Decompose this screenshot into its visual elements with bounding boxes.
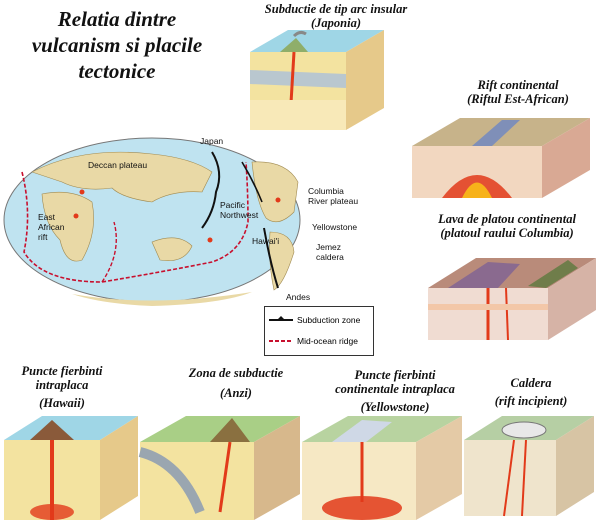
hawaii-caption-line-3: (Hawaii) bbox=[39, 396, 85, 410]
map-label-jemez-2: caldera bbox=[316, 252, 344, 262]
andes-caption-line-1: Zona de subductie bbox=[188, 366, 284, 380]
andes-caption: Zona de subductie (Anzi) bbox=[176, 366, 296, 400]
ridge-line-indian bbox=[101, 221, 117, 283]
hawaii-caption-line-1: Puncte fierbinti bbox=[21, 364, 103, 378]
continental-rift-block bbox=[412, 118, 590, 198]
yellowstone-marker bbox=[275, 197, 281, 203]
map-label-columbia-1: Columbia bbox=[308, 186, 344, 196]
caldera-caption: Caldera (rift incipient) bbox=[476, 376, 586, 408]
map-label-jemez-1: Jemez bbox=[316, 242, 342, 252]
land-australia bbox=[151, 237, 193, 261]
caldera-block bbox=[464, 416, 594, 517]
caldera-caption-line-2: (rift incipient) bbox=[494, 394, 568, 408]
map-label-pnw-2: Northwest bbox=[220, 210, 259, 220]
hawaii-block bbox=[4, 416, 138, 520]
arc-caption-line-1: Subductie de tip arc insular bbox=[264, 2, 408, 16]
map-label-deccan: Deccan plateau bbox=[88, 160, 148, 170]
land-africa bbox=[41, 191, 94, 262]
hawaii-caption: Puncte fierbinti intraplaca (Hawaii) bbox=[2, 364, 122, 410]
main-title: Relatia dintre vulcanism si placile tect… bbox=[12, 6, 222, 84]
map-label-columbia-2: River plateau bbox=[308, 196, 359, 206]
map-label-japan: Japan bbox=[200, 136, 224, 146]
island-arc-block bbox=[250, 30, 384, 130]
world-map bbox=[3, 137, 301, 306]
plateau-caption: Lava de platou continental (platoul raul… bbox=[414, 212, 600, 240]
subduction-swatch-icon bbox=[269, 316, 293, 321]
yellowstone-block bbox=[302, 416, 462, 520]
yellowstone-caption: Puncte fierbinti continentale intraplaca… bbox=[320, 368, 470, 414]
yellowstone-caption-line-1: Puncte fierbinti bbox=[354, 368, 436, 382]
andes-caption-line-2: (Anzi) bbox=[220, 386, 252, 400]
legend-ridge-label: Mid-ocean ridge bbox=[297, 336, 358, 346]
map-legend: Subduction zone Mid-ocean ridge bbox=[264, 306, 374, 356]
arc-caption-line-2: (Japonia) bbox=[311, 16, 361, 30]
plateau-caption-line-1: Lava de platou continental bbox=[438, 212, 576, 226]
land-antarctica bbox=[72, 292, 252, 306]
title-line-2: vulcanism si placile bbox=[31, 33, 203, 57]
land-north-america bbox=[251, 161, 299, 223]
map-label-hawaii: Hawai'i bbox=[252, 236, 280, 246]
ridge-line bbox=[21, 161, 249, 283]
map-label-ear-3: rift bbox=[38, 232, 48, 242]
andes-block bbox=[138, 416, 300, 520]
flood-basalt-block bbox=[428, 258, 596, 341]
yellowstone-caption-line-2: continentale intraplaca bbox=[335, 382, 455, 396]
subduction-line-andes bbox=[263, 227, 279, 289]
hawaii-caption-line-2: intraplaca bbox=[35, 378, 89, 392]
map-label-yellowstone: Yellowstone bbox=[312, 222, 358, 232]
caldera-caption-line-1: Caldera bbox=[510, 376, 552, 390]
plateau-caption-line-2: (platoul raului Columbia) bbox=[440, 226, 574, 240]
legend-ridge: Mid-ocean ridge bbox=[269, 334, 358, 348]
map-label-ear-2: African bbox=[38, 222, 65, 232]
title-line-3: tectonice bbox=[78, 59, 156, 83]
legend-subduction-label: Subduction zone bbox=[297, 315, 361, 325]
subduction-line-japan bbox=[201, 151, 221, 229]
rift-caption: Rift continental (Riftul Est-African) bbox=[436, 78, 600, 106]
deccan-marker bbox=[79, 189, 85, 195]
map-label-ear-1: East bbox=[38, 212, 56, 222]
map-label-andes: Andes bbox=[286, 292, 311, 302]
arc-caption: Subductie de tip arc insular (Japonia) bbox=[244, 2, 428, 30]
map-label-pnw-1: Pacific bbox=[220, 200, 246, 210]
ridge-swatch-icon bbox=[269, 340, 293, 342]
subduction-line-na bbox=[241, 161, 263, 203]
legend-subduction: Subduction zone bbox=[269, 313, 360, 327]
yellowstone-caption-line-3: (Yellowstone) bbox=[360, 400, 430, 414]
land-eurasia bbox=[31, 151, 213, 203]
title-line-1: Relatia dintre bbox=[57, 7, 177, 31]
rift-caption-line-1: Rift continental bbox=[477, 78, 559, 92]
ear-marker bbox=[73, 213, 79, 219]
rift-caption-line-2: (Riftul Est-African) bbox=[467, 92, 569, 106]
hawaii-marker bbox=[207, 237, 213, 243]
